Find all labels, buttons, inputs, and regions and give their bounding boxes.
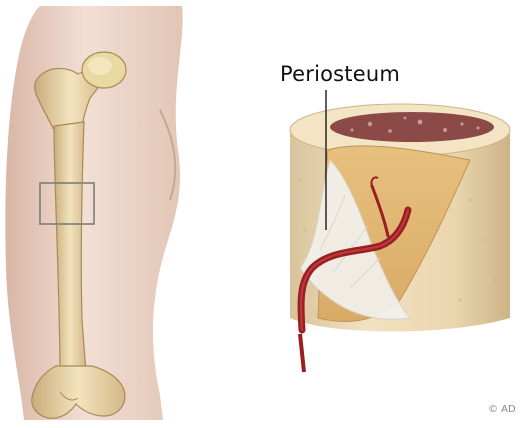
periosteum-label: Periosteum [280,62,400,86]
bone-cross-section [290,104,510,372]
copyright-watermark: © AD [488,404,516,415]
